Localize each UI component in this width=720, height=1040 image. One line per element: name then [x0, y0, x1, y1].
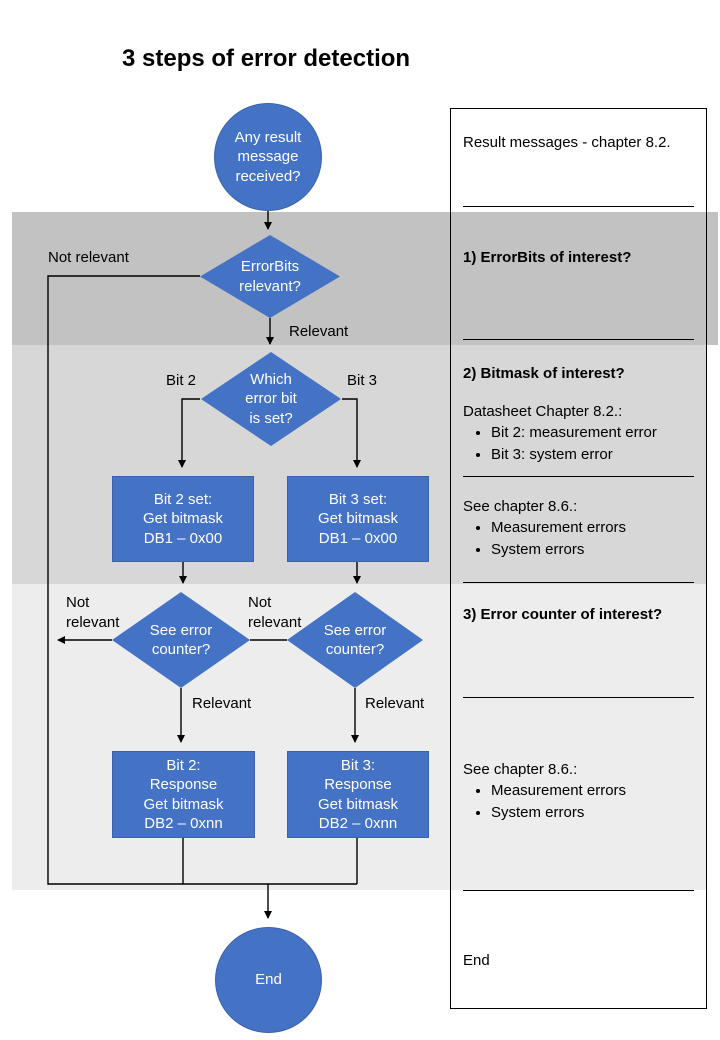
page-title: 3 steps of error detection	[122, 45, 411, 72]
edge-label-not-relevant-top: Not relevant	[48, 249, 129, 266]
start-node: Any result message received?	[214, 103, 322, 211]
start-node-label: Any result message received?	[234, 128, 302, 185]
bullet-measurement-errors: Measurement errors	[491, 518, 695, 538]
panel-divider	[463, 582, 694, 583]
panel-result-messages: Result messages - chapter 8.2.	[463, 134, 671, 151]
edge-label-bit2: Bit 2	[166, 372, 197, 389]
panel-divider	[463, 697, 694, 698]
errorbits-decision-label: ErrorBits relevant?	[239, 258, 301, 295]
edge-label-relevant-top: Relevant	[289, 323, 349, 340]
edge-label-not-relevant-left: Not relevant	[66, 594, 120, 632]
bit2-counter-decision-label: See error counter?	[149, 621, 213, 659]
panel-see-chapter-bullets-2: Measurement errors System errors	[463, 779, 695, 824]
panel-divider	[463, 476, 694, 477]
which-bit-decision-label: Which error bit is set?	[245, 370, 297, 427]
panel-see-chapter-note-1: See chapter 8.6.:	[463, 498, 578, 515]
panel-datasheet-note: Datasheet Chapter 8.2.:	[463, 403, 623, 420]
panel-datasheet-bullets: Bit 2: measurement error Bit 3: system e…	[463, 421, 695, 466]
bullet-bit2-measurement-error: Bit 2: measurement error	[491, 423, 695, 443]
bit2-response-process: Bit 2: Response Get bitmask DB2 – 0xnn	[112, 751, 255, 838]
bit2-response-process-label: Bit 2: Response Get bitmask DB2 – 0xnn	[143, 756, 224, 833]
end-node: End	[215, 927, 322, 1033]
edge-label-relevant-right: Relevant	[365, 695, 425, 712]
panel-step3-heading: 3) Error counter of interest?	[463, 606, 663, 623]
panel-see-chapter-note-2: See chapter 8.6.:	[463, 761, 578, 778]
bit3-response-process-label: Bit 3: Response Get bitmask DB2 – 0xnn	[317, 756, 399, 833]
bit3-counter-decision-label: See error counter?	[323, 621, 387, 659]
bullet-measurement-errors-2: Measurement errors	[491, 781, 695, 801]
panel-divider	[463, 339, 694, 340]
bit2-set-process-label: Bit 2 set: Get bitmask DB1 – 0x00	[142, 490, 224, 547]
edge-label-bit3: Bit 3	[347, 372, 378, 389]
bullet-system-errors-2: System errors	[491, 803, 695, 823]
step1-band	[12, 212, 718, 345]
end-node-label: End	[255, 971, 282, 989]
panel-see-chapter-bullets-1: Measurement errors System errors	[463, 516, 695, 561]
bit3-response-process: Bit 3: Response Get bitmask DB2 – 0xnn	[287, 751, 429, 838]
panel-divider	[463, 890, 694, 891]
panel-step2-heading: 2) Bitmask of interest?	[463, 365, 625, 382]
panel-step1-heading: 1) ErrorBits of interest?	[463, 249, 632, 266]
bit3-set-process-label: Bit 3 set: Get bitmask DB1 – 0x00	[317, 490, 399, 547]
bullet-bit3-system-error: Bit 3: system error	[491, 445, 695, 465]
bit2-set-process: Bit 2 set: Get bitmask DB1 – 0x00	[112, 476, 254, 562]
annotation-panel: Result messages - chapter 8.2. 1) ErrorB…	[450, 108, 707, 1009]
edge-label-not-relevant-mid: Not relevant	[248, 594, 302, 632]
bit3-set-process: Bit 3 set: Get bitmask DB1 – 0x00	[287, 476, 429, 562]
edge-label-relevant-left: Relevant	[192, 695, 252, 712]
panel-divider	[463, 206, 694, 207]
panel-end-note: End	[463, 952, 490, 969]
bullet-system-errors: System errors	[491, 540, 695, 560]
